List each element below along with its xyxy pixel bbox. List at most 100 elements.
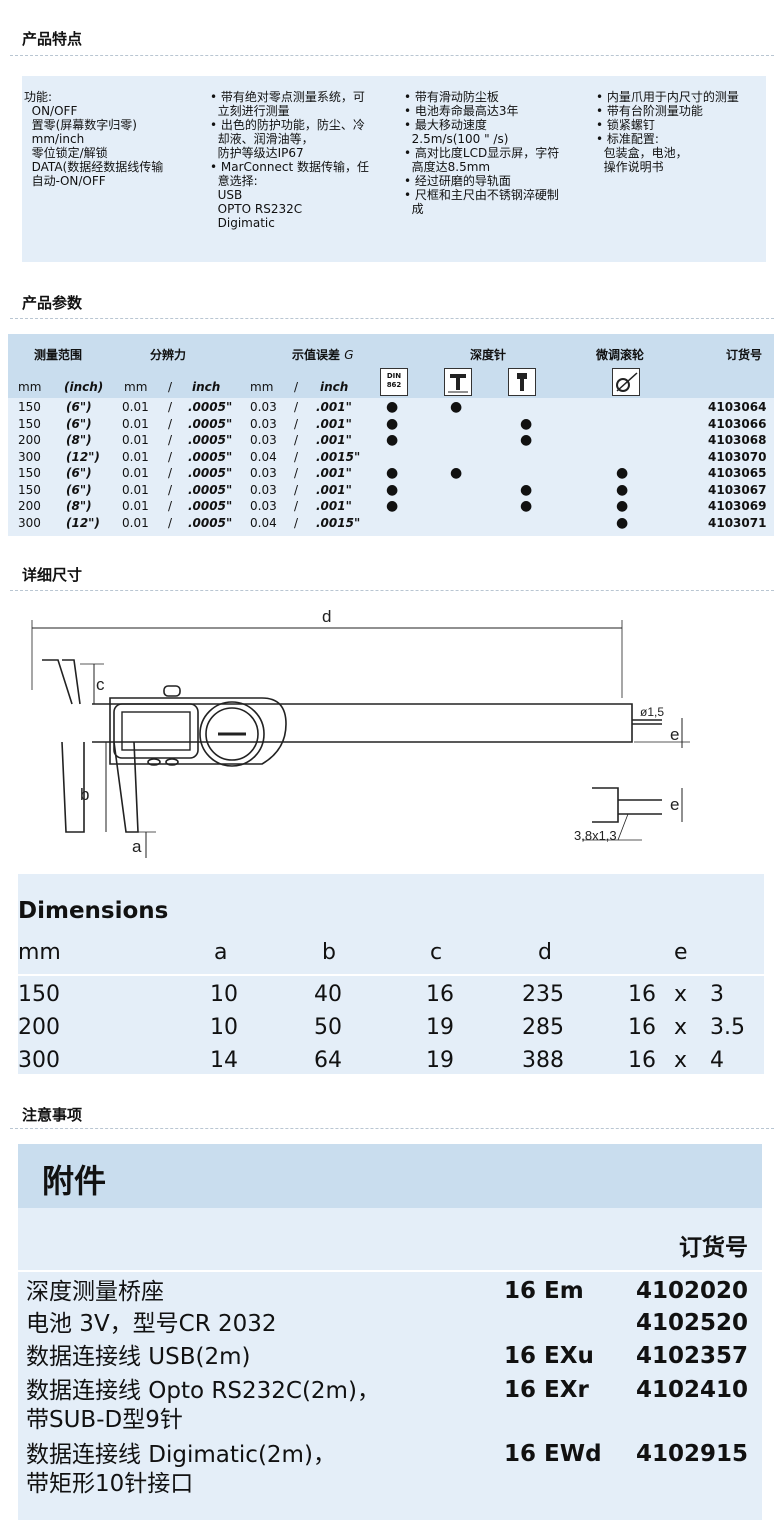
features-col-functions: 功能: ON/OFF 置零(屏幕数字归零) mm/inch 零位锁定/解锁 DA… [24,90,163,188]
fine-adjust-wheel-icon [612,368,640,396]
sub-slash: / [168,380,173,394]
cell-err-inch: .001" [316,433,352,447]
cell-slash: / [168,499,173,513]
accessory-order: 4102520 [635,1310,748,1336]
cell-order: 4103070 [708,449,767,464]
caliper-dimension-drawing: d c b a e e ø1,5 3,8x1,3 [31,607,690,858]
feature-line: • 标准配置: [596,132,659,146]
accessory-name: 数据连接线 USB(2m) [26,1344,251,1370]
cell-order: 4103065 [708,466,767,480]
features-col-accessories: • 内量爪用于内尺寸的测量• 带有台阶测量功能• 锁紧螺钉• 标准配置: 包装盒… [596,90,739,174]
feature-line: 2.5m/s(100 " /s) [404,132,509,146]
features-col-display: • 带有滑动防尘板• 电池寿命最高达3年• 最大移动速度 2.5m/s(100 … [404,90,559,216]
cell-inch: (6") [66,482,92,497]
header-order: 订货号 [726,348,763,362]
header-error: 示值误差 G [292,348,354,362]
dimensions-title: Dimensions [18,898,169,924]
table-row: 200(8")0.01.0005"0.03.001"●●●4103069// [8,499,774,515]
cell-res-inch: .0005" [188,499,233,513]
cell-din: ● [386,481,399,498]
cell-slash: / [168,466,173,480]
cell-res-inch: .0005" [188,433,233,447]
dim-cell-b: 64 [314,1048,342,1073]
feature-line: 包装盒，电池， [596,146,688,160]
dim-header-mm: mm [18,940,61,965]
feature-line: 防护等级达IP67 [210,146,304,160]
feature-line: • 内量爪用于内尺寸的测量 [596,90,739,104]
section-title-params: 产品参数 [22,294,83,312]
cell-mm: 150 [18,482,41,497]
cell-res-inch: .0005" [188,400,233,414]
dim-cell-x: x [674,982,688,1007]
cell-din: ● [386,498,399,514]
cell-d1: ● [450,465,463,481]
feature-line: OPTO RS232C [210,202,303,216]
cell-slash: / [294,433,299,447]
din-862-icon: DIN 862 [380,368,408,396]
accessory-code: 16 EXu [504,1343,594,1369]
cell-res-mm: 0.01 [122,433,149,447]
divider [18,974,764,976]
cell-slash: / [294,515,299,530]
cell-res-inch: .0005" [188,515,233,530]
cell-mm: 150 [18,466,41,480]
header-wheel: 微调滚轮 [596,348,645,362]
dim-cell-x: x [674,1048,688,1073]
accessory-order: 4102915 [635,1441,748,1467]
feature-line: DATA(数据经数据线传输 [24,160,164,174]
dim-cell-d: 285 [522,1015,564,1040]
dim-cell-e1: 16 [628,1048,656,1073]
table-row: 200(8")0.01.0005"0.03.001"●●4103068// [8,433,774,449]
header-range: 测量范围 [34,348,83,362]
cell-mm: 300 [18,449,41,464]
dim-cell-c: 16 [426,982,454,1007]
cell-err-mm: 0.03 [250,466,277,480]
feature-line: ON/OFF [24,104,78,118]
cell-order: 4103071 [708,515,767,530]
accessories-header: 附件 [18,1144,762,1208]
accessory-name: 深度测量桥座 [26,1279,164,1305]
sub-err-mm: mm [250,380,274,394]
cell-mm: 300 [18,515,41,530]
cell-d2: ● [520,415,533,432]
cell-inch: (8") [66,433,92,447]
cell-err-inch: .0015" [316,515,361,530]
dim-cell-mm: 150 [18,982,60,1007]
cell-slash: / [294,400,299,414]
accessories-order-header: 订货号 [679,1235,748,1261]
accessory-name: 数据连接线 Digimatic(2m)， 带矩形10针接口 [26,1442,336,1497]
cell-slash: / [168,482,173,497]
params-table: 测量范围 分辨力 示值误差 G 深度针 微调滚轮 订货号 mm (inch) m… [8,334,774,536]
sub-res-inch: inch [192,380,221,394]
dim-cell-c: 19 [426,1048,454,1073]
cell-err-inch: .0015" [316,449,361,464]
divider [10,590,774,591]
label-c: c [96,675,105,694]
feature-line: 却液、润滑油等， [210,132,314,146]
cell-d2: ● [520,481,533,498]
dim-cell-e2: 3.5 [710,1015,745,1040]
cell-order: 4103064 [708,400,767,414]
dim-cell-e1: 16 [628,982,656,1007]
cell-err-mm: 0.03 [250,400,277,414]
label-tip: 3,8x1,3 [574,828,617,843]
cell-res-mm: 0.01 [122,466,149,480]
feature-line: • 最大移动速度 [404,118,487,132]
cell-d1: ● [450,399,463,415]
cell-order: 4103068 [708,433,767,447]
table-row: 300(12")0.01.0005"0.04.0015"●4103071// [8,516,774,532]
cell-inch: (6") [66,466,92,480]
accessory-code: 16 EWd [504,1441,602,1467]
divider [10,55,774,56]
dim-header-c: c [430,940,443,965]
table-row: 150(6")0.01.0005"0.03.001"●●4103064// [8,400,774,416]
cell-inch: (12") [66,449,100,464]
dim-header-b: b [322,940,336,965]
cell-res-inch: .0005" [188,466,233,480]
cell-mm: 200 [18,433,41,447]
feature-line: USB [210,188,243,202]
cell-slash: / [294,482,299,497]
cell-slash: / [168,433,173,447]
cell-din: ● [386,432,399,448]
